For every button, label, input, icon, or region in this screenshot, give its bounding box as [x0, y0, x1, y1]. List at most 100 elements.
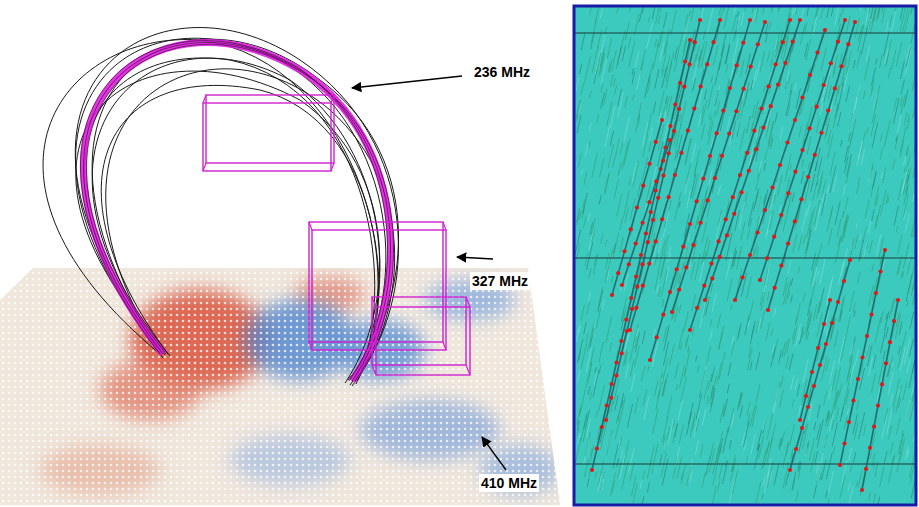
- burst-point: [672, 129, 676, 133]
- burst-point: [681, 245, 685, 249]
- burst-point: [655, 335, 659, 339]
- texture-streak: [898, 346, 900, 355]
- texture-streak: [906, 275, 912, 301]
- texture-streak: [869, 493, 871, 501]
- burst-point: [635, 205, 639, 209]
- texture-streak: [787, 102, 790, 116]
- texture-streak: [702, 473, 705, 488]
- texture-streak: [652, 408, 658, 434]
- texture-streak: [764, 266, 768, 286]
- texture-streak: [869, 285, 874, 306]
- texture-streak: [633, 94, 634, 101]
- texture-streak: [617, 7, 619, 13]
- burst-point: [616, 271, 620, 275]
- texture-streak: [714, 110, 716, 117]
- texture-streak: [855, 349, 859, 366]
- texture-streak: [618, 440, 620, 447]
- texture-streak: [788, 291, 790, 299]
- burst-point: [842, 441, 846, 445]
- texture-streak: [786, 474, 789, 487]
- texture-streak: [666, 74, 668, 82]
- texture-streak: [846, 162, 851, 184]
- burst-point: [624, 317, 628, 321]
- texture-streak: [826, 452, 832, 479]
- texture-streak: [807, 136, 811, 154]
- burst-point: [728, 86, 732, 90]
- texture-streak: [763, 420, 765, 430]
- texture-streak: [710, 159, 711, 166]
- texture-streak: [747, 349, 752, 370]
- burst-point: [752, 129, 756, 133]
- texture-streak: [663, 342, 668, 366]
- texture-streak: [782, 342, 785, 357]
- burst-point: [738, 173, 742, 177]
- texture-streak: [707, 202, 710, 217]
- burst-point: [806, 175, 810, 179]
- texture-streak: [907, 300, 908, 307]
- texture-streak: [880, 134, 882, 141]
- drift-burst: [628, 18, 722, 332]
- burst-point: [745, 151, 749, 155]
- frequency-line: [575, 463, 915, 464]
- burst-track: [622, 140, 670, 285]
- burst-point: [731, 195, 735, 199]
- texture-streak: [870, 453, 871, 459]
- texture-streak: [702, 409, 705, 425]
- texture-streak: [774, 339, 778, 358]
- texture-streak: [756, 321, 759, 333]
- texture-streak: [639, 7, 645, 22]
- texture-streak: [842, 7, 845, 14]
- burst-point: [851, 398, 855, 402]
- texture-streak: [806, 444, 809, 456]
- texture-streak: [844, 70, 849, 91]
- burst-point: [688, 38, 692, 42]
- texture-streak: [792, 472, 796, 490]
- burst-point: [634, 241, 638, 245]
- texture-streak: [878, 7, 882, 19]
- burst-point: [639, 253, 643, 257]
- burst-point: [713, 176, 717, 180]
- texture-streak: [737, 251, 741, 270]
- texture-streak: [756, 127, 759, 138]
- texture-streak: [732, 247, 737, 268]
- burst-point: [635, 285, 639, 289]
- texture-streak: [665, 56, 670, 79]
- burst-point: [687, 62, 691, 66]
- burst-point: [698, 18, 702, 22]
- burst-point: [609, 396, 613, 400]
- texture-streak: [630, 359, 634, 376]
- texture-streak: [752, 405, 757, 427]
- texture-streak: [599, 385, 605, 412]
- burst-point: [840, 64, 844, 68]
- burst-point: [868, 446, 872, 450]
- burst-point: [654, 140, 658, 144]
- texture-streak: [673, 466, 676, 480]
- texture-streak: [833, 446, 835, 453]
- burst-point: [604, 418, 608, 422]
- texture-streak: [888, 197, 889, 203]
- texture-streak: [590, 328, 594, 347]
- texture-streak: [579, 325, 581, 333]
- burst-point: [640, 221, 644, 225]
- texture-streak: [827, 7, 830, 18]
- texture-streak: [606, 253, 609, 269]
- source-box: [203, 95, 334, 171]
- texture-streak: [837, 84, 839, 95]
- texture-streak: [771, 329, 773, 337]
- texture-streak: [643, 471, 645, 479]
- texture-streak: [662, 299, 664, 307]
- texture-streak: [633, 484, 637, 504]
- texture-streak: [895, 7, 899, 11]
- texture-streak: [875, 204, 880, 228]
- texture-streak: [711, 76, 713, 83]
- burst-point: [829, 61, 833, 65]
- texture-streak: [751, 434, 755, 454]
- texture-streak: [857, 182, 860, 194]
- texture-streak: [750, 361, 752, 371]
- drift-burst: [670, 20, 767, 314]
- texture-streak: [664, 325, 670, 351]
- texture-streak: [623, 116, 629, 143]
- texture-streak: [685, 138, 690, 163]
- texture-streak: [886, 313, 887, 319]
- texture-streak: [903, 169, 909, 195]
